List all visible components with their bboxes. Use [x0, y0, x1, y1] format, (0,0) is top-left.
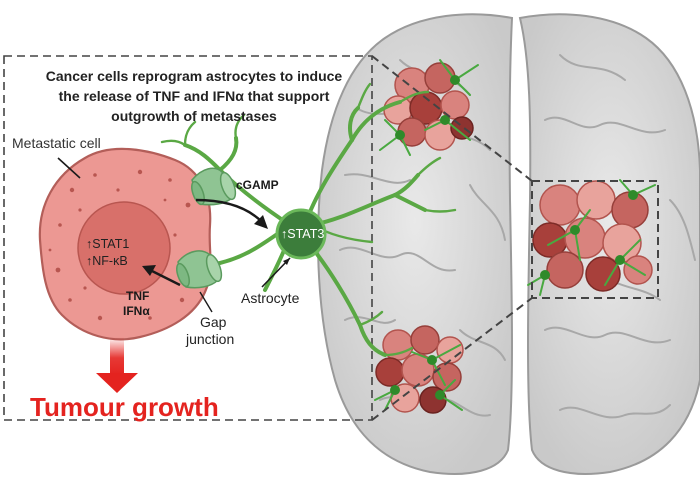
gap-junction-top: [191, 167, 237, 206]
tumour-cluster-right: [527, 179, 656, 296]
gap-junction-label-line2: junction: [186, 331, 235, 347]
cell-granules: [48, 169, 192, 321]
tnf-ifna-arrow: [142, 265, 181, 287]
tumour-cluster-bottom: [374, 325, 464, 414]
inset-dashed-frame: [3, 55, 373, 421]
tnf-label: TNF: [126, 289, 150, 303]
gap-junction-label-line1: Gap: [200, 314, 227, 330]
stat1-label: ↑STAT1: [86, 237, 130, 251]
astrocyte-label: Astrocyte: [241, 290, 300, 306]
zoom-box-right: [531, 180, 659, 299]
gap-junction-bottom: [176, 250, 223, 289]
nfkb-label: ↑NF-κB: [86, 254, 128, 268]
cgamp-label: cGAMP: [236, 178, 279, 192]
tumour-growth-arrow: [96, 337, 138, 393]
metastatic-cell-label: Metastatic cell: [12, 135, 101, 151]
cgamp-arrow: [195, 198, 268, 229]
diagram-title: Cancer cells reprogram astrocytes to ind…: [18, 66, 370, 126]
zoom-lines: [371, 55, 533, 421]
title-line-3: outgrowth of metastases: [111, 108, 277, 124]
gap-junction-pointer: [199, 291, 213, 313]
tumour-growth-label: Tumour growth: [30, 392, 219, 422]
title-line-1: Cancer cells reprogram astrocytes to ind…: [45, 68, 343, 84]
brain: [317, 13, 700, 475]
ifna-label: IFNα: [123, 304, 150, 318]
stat3-label: ↑STAT3: [281, 227, 325, 241]
title-line-2: the release of TNF and IFNα that support: [58, 88, 330, 104]
metastatic-cell-pointer: [57, 157, 81, 179]
stat3-cell-body: [275, 208, 327, 260]
